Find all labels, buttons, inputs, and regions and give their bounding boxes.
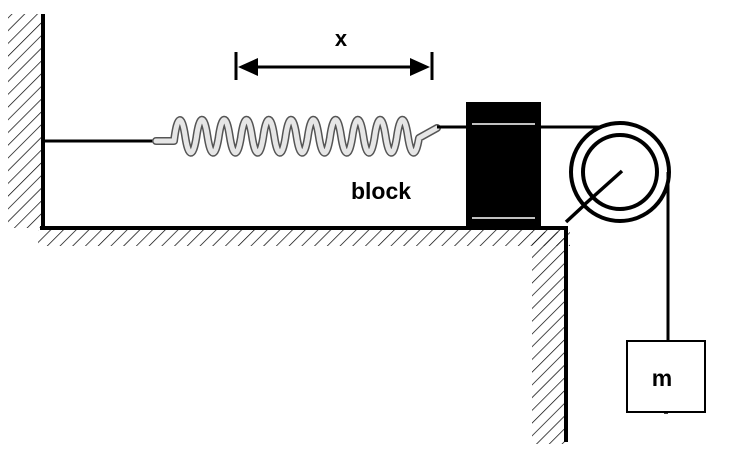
hanging-mass-box — [626, 340, 706, 413]
displacement-arrow-left-head — [238, 58, 258, 76]
pulley-axle-arm — [582, 169, 624, 207]
left-wall — [8, 14, 45, 229]
table-edge — [532, 228, 568, 444]
mass-label: m — [652, 365, 672, 391]
left-wall-hatching — [8, 14, 42, 228]
spring-coil-highlight — [153, 117, 440, 156]
block-label: block — [351, 178, 411, 204]
pulley — [569, 121, 671, 223]
block — [466, 102, 541, 228]
table-edge-hatching — [532, 232, 565, 444]
spring — [152, 115, 441, 157]
table-hatching — [38, 230, 570, 246]
hanging-mass: m — [626, 340, 706, 414]
block-body — [466, 102, 541, 228]
displacement-label: x — [335, 26, 348, 51]
displacement-arrow-right-head — [410, 58, 430, 76]
table-surface — [38, 226, 570, 246]
displacement-arrow — [234, 52, 434, 80]
